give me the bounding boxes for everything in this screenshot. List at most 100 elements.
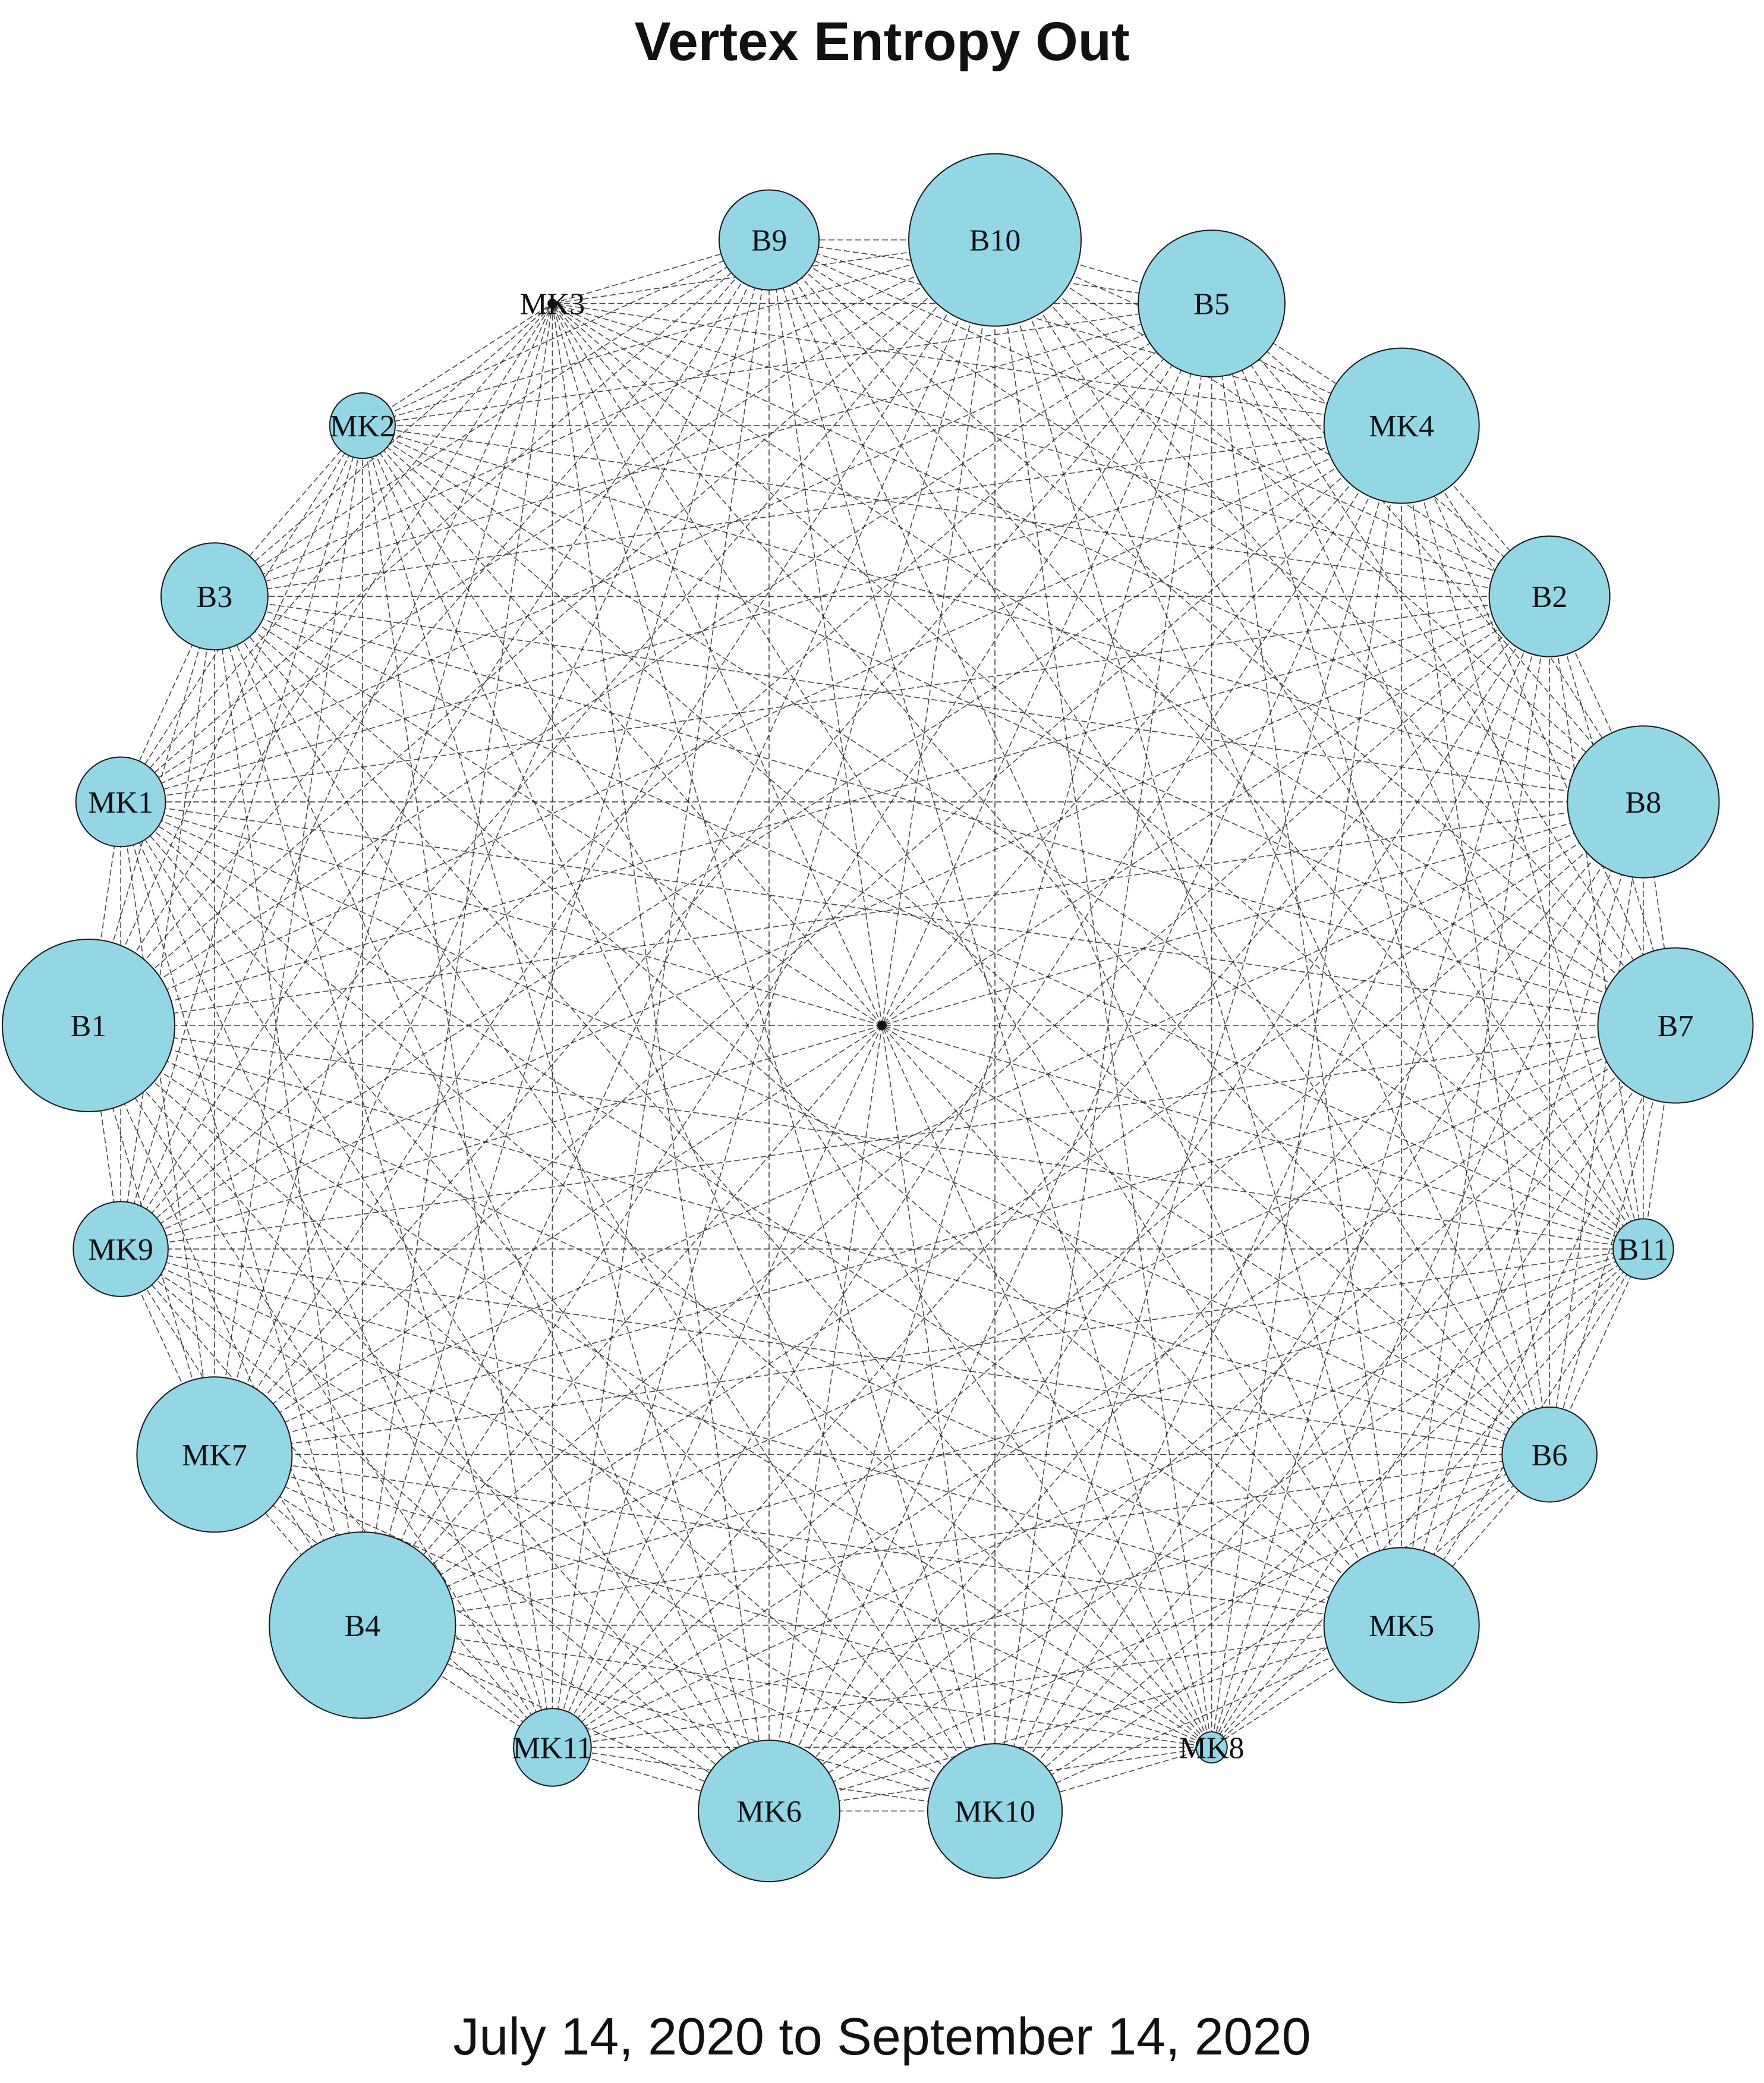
edge-B11-MK1	[120, 801, 1644, 1250]
node-MK9[interactable]: MK9	[73, 1201, 169, 1297]
edge-B1-B9	[88, 240, 770, 1026]
edge-B8-MK9	[120, 801, 1644, 1250]
node-MK4[interactable]: MK4	[1323, 347, 1480, 504]
edge-B10-B11	[994, 240, 1644, 1250]
node-MK2[interactable]: MK2	[329, 392, 396, 460]
node-B6[interactable]: B6	[1501, 1407, 1598, 1503]
edge-B5-B3	[214, 303, 1212, 597]
node-B10[interactable]: B10	[908, 153, 1082, 327]
node-circle	[1612, 1218, 1674, 1280]
edge-B2-B1	[88, 596, 1550, 1026]
edge-MK2-MK3	[362, 303, 553, 426]
edge-B5-MK5	[1211, 303, 1402, 1626]
edge-B8-MK8	[1211, 801, 1644, 1748]
edge-B10-B7	[994, 240, 1676, 1026]
edge-B4-MK1	[120, 801, 363, 1626]
edge-B10-MK1	[120, 239, 996, 803]
node-circle	[73, 1201, 169, 1297]
edge-MK9-B9	[120, 240, 770, 1250]
edge-MK10-B4	[362, 1625, 996, 1812]
node-label: MK2	[330, 410, 395, 443]
edge-B5-B6	[1211, 303, 1550, 1455]
edge-B8-B4	[362, 801, 1644, 1626]
edge-B2-MK2	[362, 425, 1550, 597]
edge-B5-MK9	[120, 303, 1212, 1250]
edge-B2-MK1	[120, 596, 1550, 803]
node-B9[interactable]: B9	[718, 189, 820, 291]
node-label: B2	[1532, 580, 1568, 614]
node-circle	[908, 153, 1082, 327]
node-circle	[547, 298, 557, 309]
node-circle	[329, 392, 396, 460]
node-MK7[interactable]: MK7	[136, 1376, 293, 1533]
edge-MK8-B4	[362, 1625, 1212, 1748]
edge-MK9-B3	[120, 596, 215, 1250]
node-circle	[718, 189, 820, 291]
edge-B5-B11	[1211, 303, 1644, 1250]
node-circle	[1138, 229, 1286, 377]
edge-MK5-B1	[88, 1025, 1402, 1626]
edge-B11-B1	[88, 1025, 1644, 1250]
edge-MK8-MK7	[214, 1454, 1212, 1748]
edge-B7-B9	[768, 239, 1676, 1026]
node-label: B1	[71, 1009, 107, 1043]
edge-MK6-B1	[88, 1025, 770, 1811]
edge-B5-MK2	[362, 303, 1212, 426]
edge-MK4-MK9	[120, 425, 1402, 1250]
node-MK8[interactable]: MK8	[1179, 1731, 1245, 1765]
node-B8[interactable]: B8	[1567, 725, 1720, 879]
node-label: MK4	[1369, 410, 1434, 443]
edge-MK10-MK1	[120, 801, 996, 1811]
node-circle	[513, 1708, 592, 1787]
edge-B4-B3	[214, 596, 363, 1626]
node-MK6[interactable]: MK6	[698, 1739, 840, 1883]
edge-MK10-MK3	[552, 303, 996, 1811]
node-B1[interactable]: B1	[2, 939, 175, 1112]
edge-MK10-MK2	[362, 425, 996, 1811]
edge-MK10-MK7	[214, 1454, 996, 1812]
node-B2[interactable]: B2	[1488, 535, 1611, 657]
edge-B6-B4	[362, 1454, 1550, 1626]
node-B11[interactable]: B11	[1612, 1218, 1674, 1280]
node-circle	[1501, 1407, 1598, 1503]
edge-B5-B1	[88, 303, 1212, 1026]
edge-B7-MK5	[1401, 1025, 1676, 1626]
edge-MK4-MK3	[552, 303, 1402, 426]
node-circle	[1597, 947, 1754, 1104]
node-B5[interactable]: B5	[1138, 229, 1286, 377]
edge-B11-B3	[214, 596, 1644, 1250]
node-label: MK3	[520, 288, 585, 322]
edge-MK5-MK3	[552, 303, 1402, 1626]
node-MK3[interactable]: MK3	[520, 288, 585, 322]
edge-MK4-B9	[768, 239, 1402, 426]
node-label: B4	[344, 1609, 380, 1643]
edge-B10-MK9	[120, 240, 996, 1250]
edge-layer	[88, 239, 1676, 1812]
node-circle	[1323, 347, 1480, 504]
edge-MK10-B1	[88, 1025, 996, 1812]
node-MK5[interactable]: MK5	[1323, 1547, 1480, 1704]
node-B7[interactable]: B7	[1597, 947, 1754, 1104]
edge-MK6-MK7	[214, 1454, 770, 1812]
node-label: MK1	[88, 786, 153, 820]
node-MK1[interactable]: MK1	[75, 756, 166, 848]
edge-MK5-MK7	[214, 1454, 1402, 1626]
node-MK10[interactable]: MK10	[927, 1743, 1063, 1879]
edge-B7-MK6	[768, 1025, 1676, 1812]
edge-B7-MK1	[120, 801, 1676, 1026]
edge-B11-MK2	[362, 425, 1644, 1250]
edge-MK11-B9	[552, 240, 770, 1748]
edge-MK7-MK2	[214, 425, 363, 1455]
edge-B2-B11	[1549, 596, 1644, 1250]
node-label: B10	[969, 224, 1021, 258]
edge-B8-MK3	[552, 303, 1644, 803]
edge-MK2-B9	[362, 239, 770, 426]
node-B3[interactable]: B3	[160, 542, 269, 651]
node-B4[interactable]: B4	[269, 1531, 456, 1719]
node-MK11[interactable]: MK11	[512, 1708, 592, 1787]
edge-MK4-MK6	[768, 425, 1402, 1811]
node-circle	[2, 939, 175, 1112]
edge-B5-MK7	[214, 303, 1212, 1455]
node-label: MK7	[182, 1439, 247, 1472]
node-label: B6	[1532, 1439, 1568, 1472]
